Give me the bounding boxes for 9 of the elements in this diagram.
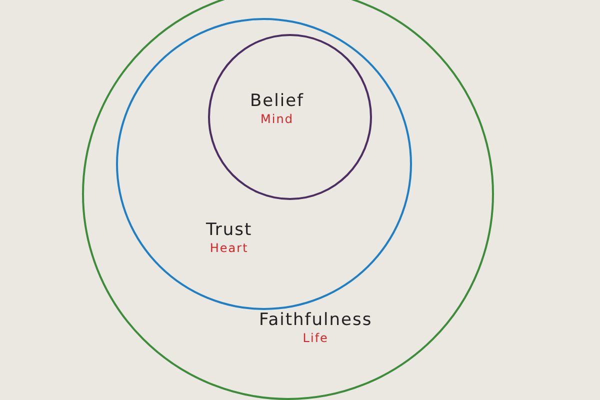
ring-title: Faithfulness: [259, 310, 372, 330]
ring-title: Trust: [206, 220, 252, 240]
ring-subtitle: Mind: [260, 112, 294, 126]
middle-ring: [116, 18, 412, 310]
ring-subtitle: Heart: [208, 241, 250, 255]
ring-title: Belief: [250, 91, 304, 111]
outer-ring: [82, 0, 494, 400]
ring-subtitle: Life: [302, 331, 330, 345]
inner-ring: [208, 34, 372, 200]
